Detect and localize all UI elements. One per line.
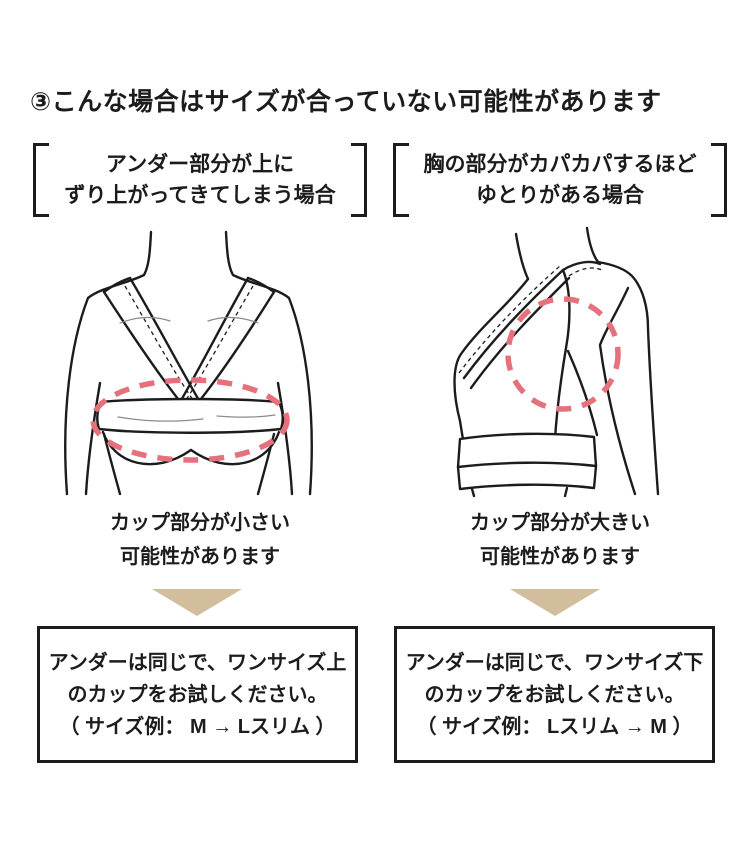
highlight-ellipse [90,377,290,463]
side-view-illustration [453,226,660,498]
advice-line: （ サイズ例： Lスリム → M ） [416,715,693,738]
case-header-line: アンダー部分が上に [105,152,295,176]
case-header-right: 胸の部分がカパカパするほど ゆとりがある場合 [393,143,727,217]
down-arrow-icon [510,589,600,616]
advice-line: のカップをお試しください。 [67,683,328,706]
page-title: ③こんな場合はサイズが合っていない可能性があります [30,88,662,116]
case-header-line: ゆとりがある場合 [476,184,644,207]
advice-box-right: アンダーは同じで、ワンサイズ下 のカップをお試しください。 （ サイズ例： Lス… [394,626,715,763]
advice-line: のカップをお試しください。 [424,683,685,706]
diagnosis-line: カップ部分が大きい [470,512,650,534]
left-bracket-icon [33,143,49,217]
right-bracket-icon [711,143,727,217]
case-header-right-text: 胸の部分がカパカパするほど ゆとりがある場合 [409,143,711,217]
diagnosis-left: カップ部分が小さい 可能性があります [33,507,367,574]
diagnosis-line: 可能性があります [120,545,280,568]
front-view-illustration [64,230,313,496]
diagnosis-right: カップ部分が大きい 可能性があります [393,507,727,574]
case-header-left: アンダー部分が上に ずり上がってきてしまう場合 [33,143,367,217]
advice-line: アンダーは同じで、ワンサイズ下 [405,651,704,674]
down-arrow-icon [152,589,242,616]
case-header-line: 胸の部分がカパカパするほど [423,152,697,176]
advice-line: （ サイズ例： M → Lスリム ） [59,715,336,738]
case-header-left-text: アンダー部分が上に ずり上がってきてしまう場合 [49,143,351,217]
diagnosis-line: カップ部分が小さい [110,512,290,534]
highlight-circle [505,296,621,412]
advice-box-left: アンダーは同じで、ワンサイズ上 のカップをお試しください。 （ サイズ例： M … [37,626,358,763]
case-header-line: ずり上がってきてしまう場合 [64,184,336,207]
diagnosis-line: 可能性があります [480,545,640,568]
left-bracket-icon [393,143,409,217]
right-bracket-icon [351,143,367,217]
advice-line: アンダーは同じで、ワンサイズ上 [48,651,347,674]
